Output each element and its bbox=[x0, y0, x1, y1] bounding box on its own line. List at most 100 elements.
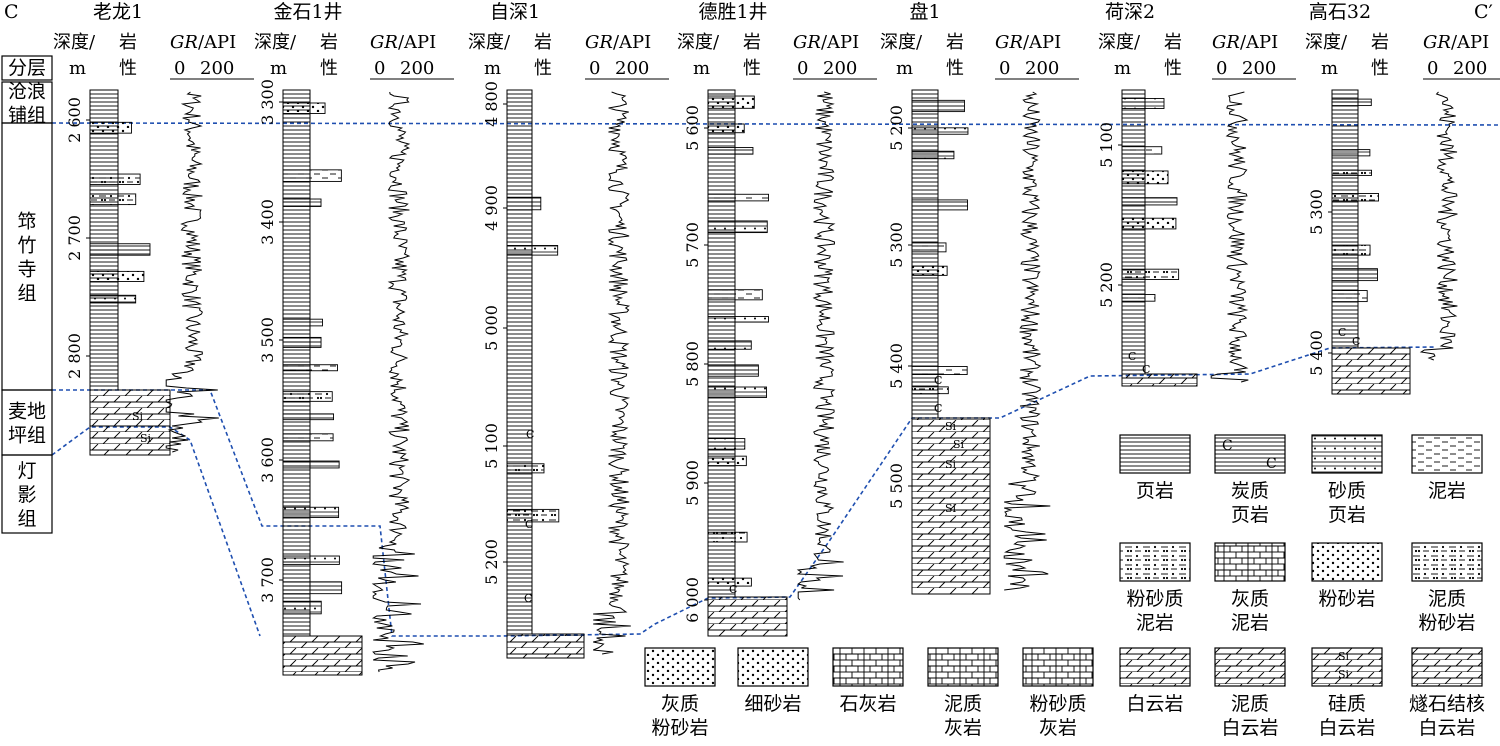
lithology-column bbox=[1121, 89, 1146, 375]
lithology-header-top: 岩 bbox=[1164, 32, 1182, 53]
well-name: 荷深2 bbox=[1105, 1, 1155, 23]
gr-header: GR/API bbox=[1212, 32, 1278, 53]
lithology-bed bbox=[282, 581, 343, 595]
gr-scale-min: 0 bbox=[374, 58, 385, 79]
legend-label: 页岩 bbox=[1231, 504, 1269, 526]
strata-unit-label: 寺 bbox=[17, 259, 36, 281]
carbonaceous-symbol: C bbox=[934, 374, 942, 387]
gr-scale-min: 0 bbox=[797, 58, 808, 79]
depth-unit: m bbox=[693, 58, 710, 79]
lithology-bed bbox=[911, 386, 949, 395]
legend-label: 白云岩 bbox=[1418, 717, 1475, 739]
strata-unit-label: 灯 bbox=[17, 460, 36, 482]
lithology-bed bbox=[707, 438, 746, 450]
depth-tick-label: 6 000 bbox=[683, 577, 702, 623]
depth-tick-label: 5 300 bbox=[887, 222, 906, 268]
depth-tick-label: 3 600 bbox=[258, 437, 277, 483]
legend-swatch-silty_mud bbox=[1119, 542, 1191, 582]
legend-label: 砂质 bbox=[1328, 480, 1366, 502]
lithology-bed bbox=[89, 243, 151, 256]
well-name: 高石32 bbox=[1309, 1, 1371, 23]
legend-c-symbol: C bbox=[1266, 456, 1277, 472]
legend-swatch-carb_shale bbox=[1214, 434, 1286, 474]
strata-unit-box bbox=[1, 454, 53, 534]
depth-tick-label: 5 700 bbox=[683, 222, 702, 268]
strata-unit-label: 坪组 bbox=[8, 425, 46, 447]
depth-tick-label: 3 700 bbox=[258, 557, 277, 603]
lithology-bed bbox=[707, 95, 755, 109]
lithology-bed bbox=[707, 220, 768, 234]
legend-swatch-lime_mud bbox=[1214, 542, 1286, 582]
lithology-bed bbox=[707, 531, 748, 543]
si-symbol: Si bbox=[953, 438, 965, 451]
depth-header: 深度/ bbox=[1098, 32, 1141, 53]
depth-tick-label: 2 600 bbox=[65, 97, 84, 143]
gr-scale-max: 200 bbox=[1025, 58, 1059, 79]
lithology-bed bbox=[707, 123, 745, 134]
lithology-base-dolomite bbox=[282, 635, 363, 676]
depth-tick-label: 2 800 bbox=[65, 333, 84, 379]
legend-label: 白云岩 bbox=[1221, 717, 1278, 739]
lithology-header-bottom: 性 bbox=[743, 58, 761, 79]
strata-unit-label: 竹 bbox=[17, 235, 36, 257]
lithology-bed bbox=[707, 147, 754, 155]
depth-tick-label: 5 500 bbox=[887, 463, 906, 509]
depth-tick-label: 5 900 bbox=[683, 460, 702, 506]
gr-curve bbox=[165, 91, 219, 453]
lithology-legend: 页岩炭质页岩砂质页岩泥岩粉砂质泥岩灰质泥岩粉砂岩泥质粉砂岩灰质粉砂岩细砂岩石灰岩… bbox=[644, 434, 1485, 739]
legend-label: 泥岩 bbox=[1428, 480, 1466, 502]
legend-label: 白云岩 bbox=[1318, 717, 1375, 739]
lithology-bed bbox=[506, 196, 542, 211]
depth-tick-label: 5 100 bbox=[482, 423, 501, 469]
lithology-bed bbox=[707, 316, 769, 323]
lithology-bed bbox=[911, 127, 969, 135]
lithology-base-dolomite bbox=[506, 633, 585, 659]
depth-unit: m bbox=[270, 58, 287, 79]
depth-tick-label: 3 400 bbox=[258, 199, 277, 245]
depth-unit: m bbox=[1114, 58, 1131, 79]
legend-label: 石灰岩 bbox=[839, 693, 896, 715]
gr-header: GR/API bbox=[585, 32, 651, 53]
legend-label: 泥岩 bbox=[1231, 612, 1269, 634]
depth-unit: m bbox=[484, 58, 501, 79]
legend-label: 粉砂岩 bbox=[1418, 612, 1475, 634]
strata-unit-label: 铺组 bbox=[8, 105, 46, 127]
lithology-bed bbox=[1121, 170, 1169, 185]
well-name: 德胜1井 bbox=[698, 1, 767, 23]
gr-curve bbox=[593, 91, 631, 655]
lithology-header-top: 岩 bbox=[946, 32, 964, 53]
lithology-bed bbox=[1331, 169, 1372, 176]
legend-label: 细砂岩 bbox=[744, 693, 801, 715]
legend-c-symbol: C bbox=[1222, 438, 1233, 454]
lithology-bed bbox=[282, 506, 340, 518]
depth-header: 深度/ bbox=[468, 32, 511, 53]
gr-header: GR/API bbox=[370, 32, 436, 53]
legend-swatch-dolomite bbox=[1119, 647, 1191, 687]
lithology-bed bbox=[707, 577, 752, 587]
gr-scale-min: 0 bbox=[174, 58, 185, 79]
legend-swatch-siltstone bbox=[1311, 542, 1383, 582]
lithology-header-bottom: 性 bbox=[946, 58, 964, 79]
carbonaceous-symbol: C bbox=[526, 428, 534, 441]
lithology-bed bbox=[911, 199, 969, 211]
lithology-column bbox=[506, 89, 533, 635]
gr-header: GR/API bbox=[995, 32, 1061, 53]
legend-swatch-silty_lime bbox=[1022, 647, 1094, 687]
depth-tick-label: 5 200 bbox=[887, 105, 906, 151]
depth-header: 深度/ bbox=[880, 32, 923, 53]
lithology-bed bbox=[911, 99, 965, 113]
gr-header: GR/API bbox=[170, 32, 236, 53]
gr-curve bbox=[1419, 91, 1458, 361]
carbonaceous-symbol: C bbox=[525, 518, 533, 531]
lithology-header-bottom: 性 bbox=[320, 58, 338, 79]
gr-scale-max: 200 bbox=[1453, 58, 1487, 79]
depth-header: 深度/ bbox=[1305, 32, 1348, 53]
lithology-bed bbox=[1331, 149, 1371, 157]
well-name: 盘1 bbox=[909, 1, 940, 23]
lithology-bed bbox=[1331, 193, 1379, 202]
section-start-label: C bbox=[4, 1, 19, 23]
legend-swatch-muddy_silt bbox=[1411, 542, 1483, 582]
